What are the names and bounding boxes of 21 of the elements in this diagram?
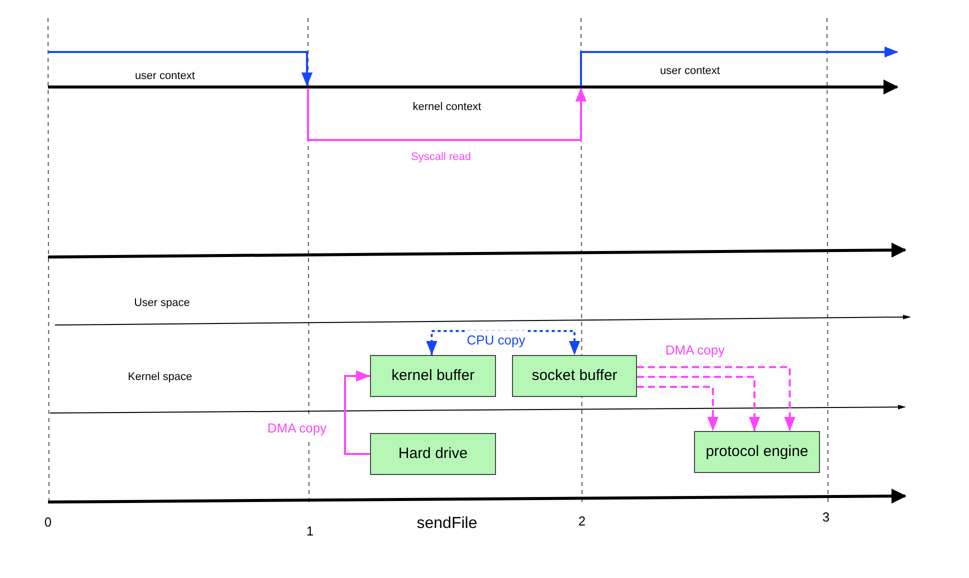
context-label: kernel context xyxy=(412,100,482,115)
buffer-box: protocol engine xyxy=(694,431,820,473)
arrow xyxy=(637,376,760,431)
space-label: User space xyxy=(134,296,190,311)
space-label: Kernel space xyxy=(128,370,192,385)
buffer-box: Hard drive xyxy=(370,433,496,475)
edge-label: CPU copy xyxy=(464,330,528,350)
tick-label: 1 xyxy=(306,522,314,540)
arrow xyxy=(637,366,796,431)
arrow xyxy=(637,386,718,431)
axis-title: sendFile xyxy=(416,514,478,534)
buffer-box: socket buffer xyxy=(512,355,637,397)
tick-label: 3 xyxy=(822,508,830,526)
context-label: user context xyxy=(660,64,720,79)
context-label: user context xyxy=(135,68,195,84)
syscall-label: Syscall read xyxy=(411,150,471,165)
tick-label: 0 xyxy=(44,513,52,532)
tick-label: 2 xyxy=(578,512,586,530)
edge-label: DMA copy xyxy=(265,418,329,438)
arrow xyxy=(344,370,370,455)
buffer-box: kernel buffer xyxy=(370,355,496,397)
